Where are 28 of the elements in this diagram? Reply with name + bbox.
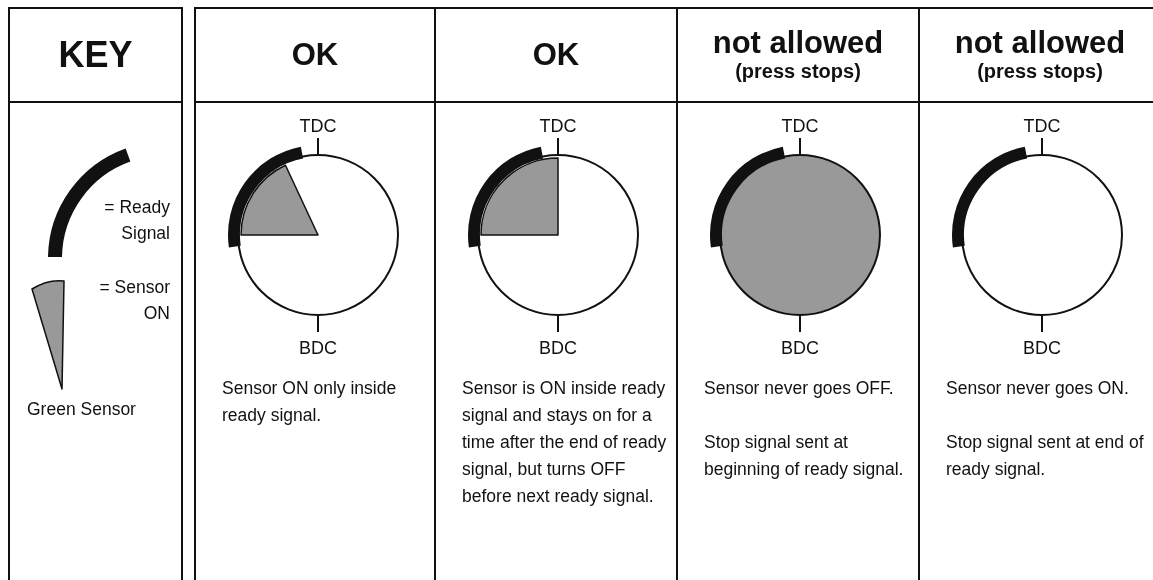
- column-subheading: (press stops): [735, 59, 861, 84]
- description-text: Sensor is ON inside ready signal and stays on for a time after the end of ready signal, but turns OFF before next ready signal.: [462, 377, 668, 508]
- position-label: TDC: [1022, 116, 1062, 137]
- table-column: [436, 9, 678, 580]
- column-heading: OK: [532, 38, 580, 72]
- description-text: Sensor ON only inside ready signal.: [222, 377, 398, 427]
- column-heading: KEY: [58, 36, 133, 74]
- position-label: TDC: [780, 116, 820, 137]
- column-heading: not allowed: [954, 26, 1126, 60]
- key-column: [8, 7, 183, 580]
- position-label: TDC: [298, 116, 338, 137]
- legend-text: = Sensor ON: [98, 276, 170, 325]
- description-text: Sensor never goes OFF.: [704, 377, 895, 400]
- sensor-label: Green Sensor: [27, 399, 136, 420]
- position-label: TDC: [538, 116, 578, 137]
- position-label: BDC: [1022, 338, 1062, 359]
- position-label: BDC: [298, 338, 338, 359]
- description-text: Sensor never goes ON.: [946, 377, 1130, 400]
- column-subheading: (press stops): [977, 59, 1103, 84]
- position-label: BDC: [780, 338, 820, 359]
- table-column: [678, 9, 920, 580]
- description-text: Stop signal sent at end of ready signal.: [946, 431, 1145, 481]
- table-column: [196, 9, 436, 580]
- description-text: Stop signal sent at beginning of ready signal.: [704, 431, 905, 481]
- legend-text: = Ready Signal: [103, 196, 170, 245]
- column-heading: not allowed: [712, 26, 884, 60]
- column-heading: OK: [291, 38, 339, 72]
- position-label: BDC: [538, 338, 578, 359]
